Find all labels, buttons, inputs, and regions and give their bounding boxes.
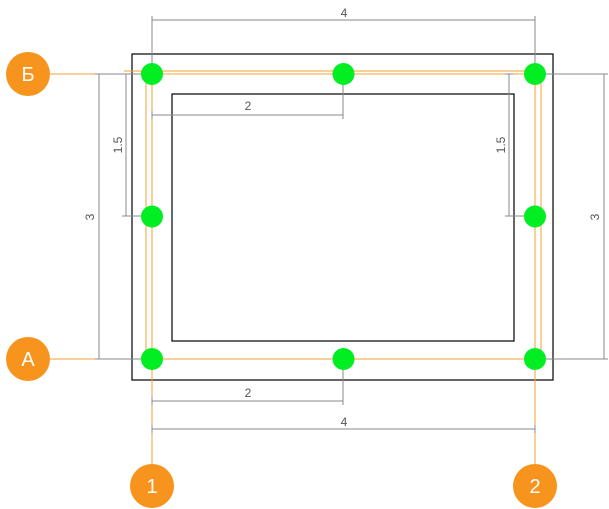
dim-bottom-total: 4	[341, 415, 348, 429]
dim-top-inner: 2	[245, 99, 252, 113]
node-2	[524, 63, 546, 85]
node-3	[141, 205, 163, 228]
axis-lines	[50, 70, 545, 464]
dim-top-total: 4	[341, 6, 348, 20]
node-1	[332, 63, 355, 85]
axis-label-1: 1	[146, 476, 157, 498]
node-6	[332, 348, 355, 370]
node-5	[141, 348, 163, 370]
dim-left-outer: 3	[83, 213, 97, 220]
axis-label-a: А	[21, 349, 35, 371]
dim-right-outer: 3	[588, 213, 602, 220]
dim-left-inner: 1.5	[111, 136, 125, 153]
dim-right-inner: 1.5	[494, 136, 508, 153]
node-4	[524, 205, 546, 228]
axis-label-2: 2	[529, 476, 540, 498]
node-group	[141, 63, 546, 370]
axis-label-b: Б	[21, 64, 34, 86]
axis-marker-b: Б	[6, 52, 50, 96]
node-7	[524, 348, 546, 370]
axis-marker-2: 2	[513, 464, 557, 508]
inner-contour	[171, 93, 515, 342]
node-0	[141, 63, 163, 85]
axis-marker-1: 1	[130, 464, 174, 508]
dim-bottom-inner: 2	[245, 386, 252, 400]
axis-marker-a: А	[6, 337, 50, 381]
